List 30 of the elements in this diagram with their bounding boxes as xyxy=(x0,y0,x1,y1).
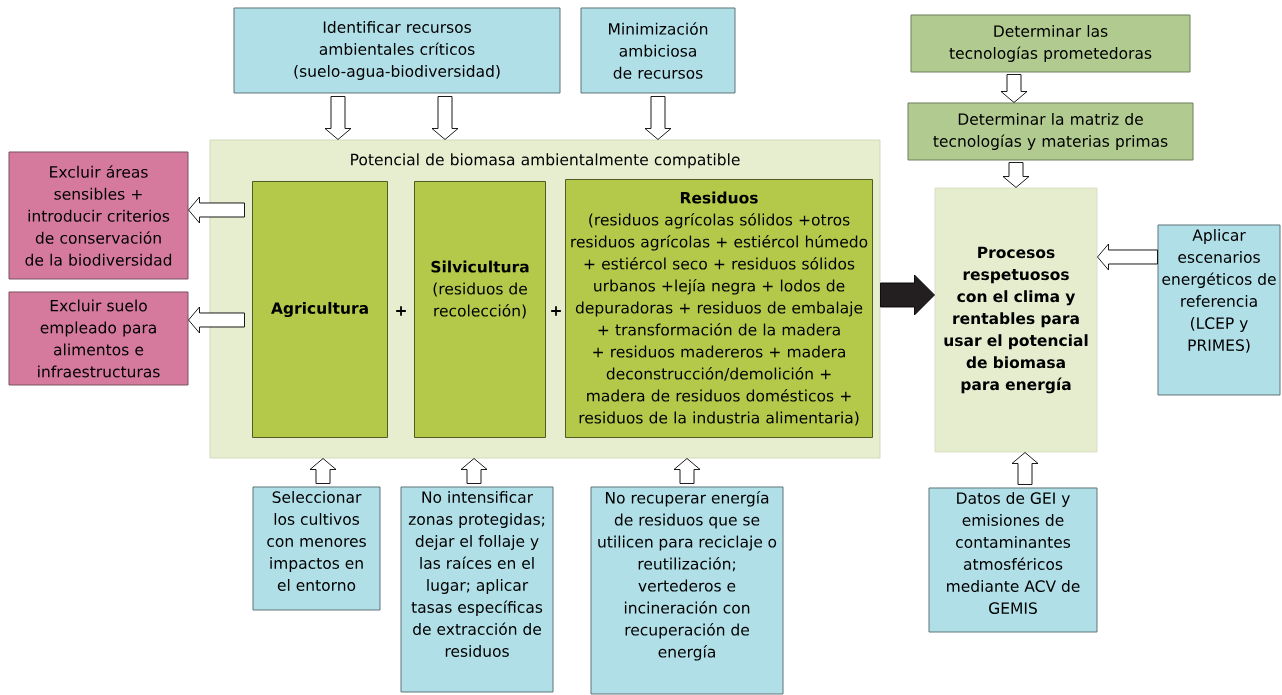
block-arrow xyxy=(1000,74,1028,103)
process-box: Silvicultura (residuos de recolección) xyxy=(414,181,546,438)
block-arrow xyxy=(431,96,459,140)
process-box: Procesos respetuosos con el clima y rentables para usar el potencial de biomasa para energía xyxy=(934,187,1098,453)
process-box: Agricultura xyxy=(252,181,388,438)
process-box: Excluir suelo empleado para alimentos e infraestructuras xyxy=(8,291,189,386)
block-arrow xyxy=(188,306,245,334)
process-box: Residuos (residuos agrícolas sólidos +otros residuos agrícolas + estiércol húmedo + estiércol seco + residuos sólidos urbanos +lejía negra + lodos de depuradoras + residuos de embalaje + transformación de la madera + residuos madereros + madera deconstrucción/demolición + madera de residuos domésticos + residuos de la industria alimentaria) xyxy=(565,179,873,438)
block-arrow xyxy=(324,96,352,140)
block-arrow xyxy=(460,458,488,484)
process-box: Determinar la matriz de tecnologías y materias primas xyxy=(907,102,1194,161)
process-box: No recuperar energía de residuos que se utilicen para reciclaje o reutilización; vertederos e incineración con recuperación de energía xyxy=(590,486,784,695)
process-box: Minimización ambiciosa de recursos xyxy=(580,7,736,94)
process-box: Determinar las tecnologías prometedoras xyxy=(910,14,1191,73)
plus-sign: + xyxy=(396,306,406,316)
block-arrow xyxy=(644,96,672,140)
block-arrow xyxy=(673,458,701,484)
process-box: No intensificar zonas protegidas; dejar el follaje y las raíces en el lugar; aplicar tasas específicas de extracción de residuos xyxy=(400,486,554,693)
process-box: Identificar recursos ambientales críticos (suelo-agua-biodiversidad) xyxy=(233,7,561,94)
block-arrow xyxy=(1002,162,1030,188)
process-box: Aplicar escenarios energéticos de referencia (LCEP y PRIMES) xyxy=(1157,224,1281,396)
block-arrow xyxy=(880,274,935,316)
block-arrow xyxy=(309,458,337,484)
block-arrow xyxy=(188,196,245,224)
block-arrow xyxy=(1097,243,1158,271)
process-box: Seleccionar los cultivos con menores impactos en el entorno xyxy=(252,486,381,611)
plus-sign: + xyxy=(551,306,561,316)
process-box: Datos de GEI y emisiones de contaminantes atmosféricos mediante ACV de GEMIS xyxy=(928,487,1098,633)
block-arrow xyxy=(1011,452,1039,485)
process-box: Excluir áreas sensibles + introducir criterios de conservación de la biodiversidad xyxy=(8,151,189,280)
